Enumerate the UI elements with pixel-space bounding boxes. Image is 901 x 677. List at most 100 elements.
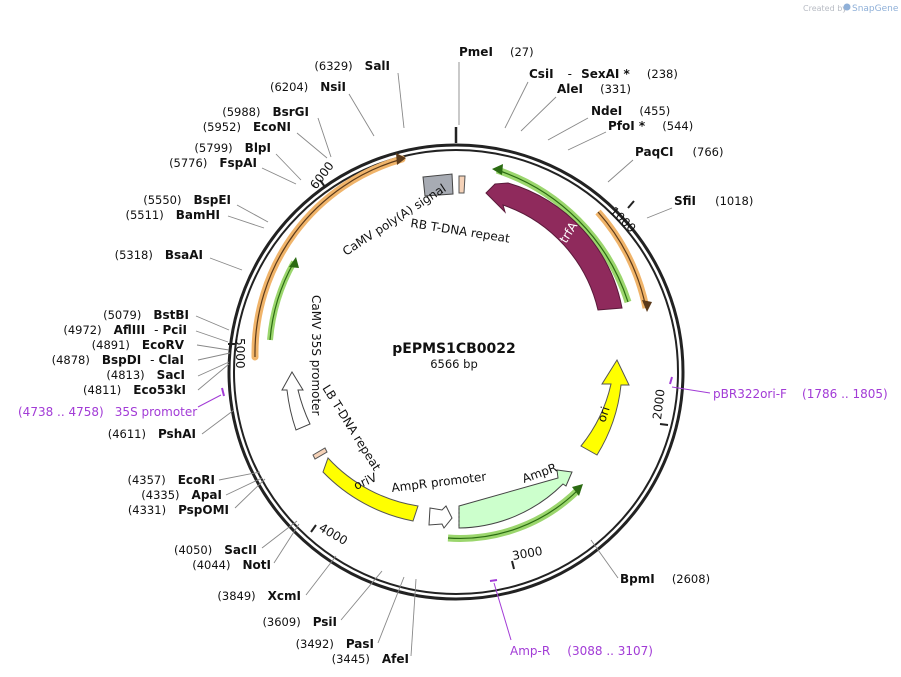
site-label-fspai[interactable]: (5776)FspAI [169,156,257,170]
site-position: (6204) [270,80,308,94]
site-label-xcmi[interactable]: (3849)XcmI [217,589,301,603]
site-label-bsrgi[interactable]: (5988) BsrGI [222,105,309,119]
tick-label-2000: 2000 [650,388,668,420]
site-label-pmei[interactable]: PmeI (27) [459,41,534,60]
snapgene-logo-icon [843,3,851,11]
tick-label-3000: 3000 [511,544,544,563]
site-label-sali[interactable]: (6329)SalI [314,59,390,73]
primer-mark-amp-r [489,579,498,582]
site-name: NsiI [320,80,346,94]
plasmid-size: 6566 bp [430,357,478,371]
site-position: (3609) [262,615,300,629]
site-position: (4335) [141,488,179,502]
feature-ampr-promoter[interactable] [428,505,453,529]
site-name: PspOMI [178,503,229,517]
site-label-csii-sexai[interactable]: CsiI - SexAI * (238) [529,63,678,82]
primer-name: Amp-R [510,644,550,658]
site-label-ecori[interactable]: (4357) EcoRI [127,473,215,487]
site-position: (4357) [127,473,165,487]
backbone-outer-ring [227,143,685,601]
arrow-up-icon [289,257,299,268]
site-label-ecorv[interactable]: (4891)EcoRV [92,338,185,352]
site-separator: - [154,323,158,337]
site-name: AflIII [114,323,146,337]
primer-range: (1786 .. 1805) [802,387,888,401]
site-label-bamhi[interactable]: (5511)BamHI [125,208,220,222]
arrow-up-right-icon [572,484,583,496]
site-label-sfii[interactable]: SfiI (1018) [674,190,753,209]
primer-pbr322ori-f[interactable]: pBR322ori-F (1786 .. 1805) [713,383,888,402]
feature-ori-label: ori [595,405,613,424]
site-position: (4044) [192,558,230,572]
credit-logo: SnapGene [852,4,899,14]
feature-camv-35s-promoter[interactable] [281,371,311,431]
primer-35s-promoter[interactable]: (4738 .. 4758) 35S promoter [18,401,197,420]
site-label-noti[interactable]: (4044) NotI [192,558,271,572]
site-name: BpmI [620,572,655,586]
site-label-bspdi-clai[interactable]: (4878)BspDI-ClaI [52,353,184,367]
site-position: (3492) [296,637,334,651]
feature-rb-tdna-repeat[interactable] [458,175,466,194]
site-label-pspomi[interactable]: (4331)PspOMI [128,503,229,517]
site-position: (2608) [672,572,710,586]
feature-camv-polya-signal[interactable] [422,173,454,197]
site-position: (4811) [83,383,121,397]
site-label-sacii[interactable]: (4050) SacII [174,543,257,557]
site-label-bspei[interactable]: (5550)BspEI [143,193,231,207]
primer-leader-pbr322ori-f [671,386,711,394]
primer-name: 35S promoter [115,405,197,419]
feature-ampr[interactable] [458,469,573,529]
site-label-pshai[interactable]: (4611)PshAI [108,427,196,441]
site-label-pfoi[interactable]: PfoI * (544) [608,115,693,134]
site-label-nsii[interactable]: (6204) NsiI [270,80,346,94]
feature-ampr-promoter-label: AmpR promoter [391,469,487,495]
site-position: (4972) [63,323,101,337]
site-label-econi[interactable]: (5952)EcoNI [203,120,291,134]
primer-amp-r[interactable]: Amp-R (3088 .. 3107) [510,640,653,659]
site-name: BsrGI [272,105,309,119]
site-position: (5799) [194,141,232,155]
tick-3000 [511,560,515,570]
site-label-alei[interactable]: AleI (331) [557,78,631,97]
site-position: (4050) [174,543,212,557]
site-label-bstbi[interactable]: (5079)BstBI [103,308,189,322]
site-label-blpi[interactable]: (5799)BlpI [194,141,271,155]
site-name: EcoRI [178,473,215,487]
feature-ori[interactable] [580,358,630,456]
ruler-ticks [228,179,669,570]
arrow-down-icon [642,300,652,312]
feature-lb-tdna-repeat[interactable] [312,447,328,460]
site-name: PfoI * [608,119,646,133]
orf-arc-trfa-green-line [496,169,629,303]
site-label-afliii-pcii[interactable]: (4972)AflIII-PciI [63,323,187,337]
site-name: PasI [346,637,374,651]
site-label-psii[interactable]: (3609)PsiI [262,615,337,629]
site-position: (4891) [92,338,130,352]
site-label-apai[interactable]: (4335)ApaI [141,488,222,502]
site-label-saci[interactable]: (4813)SacI [106,368,185,382]
site-name: NdeI [591,104,622,118]
feature-rb-tdna-repeat-label: RB T-DNA repeat [410,216,512,246]
site-name-2: ClaI [159,353,184,367]
feature-trfa[interactable] [485,182,623,311]
primer-range: (4738 .. 4758) [18,405,104,419]
site-label-ndei[interactable]: NdeI (455) [591,100,670,119]
site-label-pasi[interactable]: (3492) PasI [296,637,374,651]
site-name: CsiI [529,67,554,81]
site-name: AleI [557,82,583,96]
site-position: (4611) [108,427,146,441]
site-position: (5318) [115,248,153,262]
orf-arc-left-green-line [269,261,295,341]
orf-arc-right-orange-line [597,211,647,309]
site-position: (5988) [222,105,260,119]
site-name: NotI [243,558,272,572]
feature-oriv[interactable] [322,457,419,522]
site-label-eco53ki[interactable]: (4811)Eco53kI [83,383,186,397]
site-position: (5511) [125,208,163,222]
site-name: SacII [224,543,257,557]
site-label-paqci[interactable]: PaqCI (766) [635,141,723,160]
site-label-bpmi[interactable]: BpmI (2608) [620,568,710,587]
site-label-afei[interactable]: (3445)AfeI [332,652,409,666]
orf-arcs [251,153,652,542]
site-label-bsaai[interactable]: (5318)BsaAI [115,248,203,262]
